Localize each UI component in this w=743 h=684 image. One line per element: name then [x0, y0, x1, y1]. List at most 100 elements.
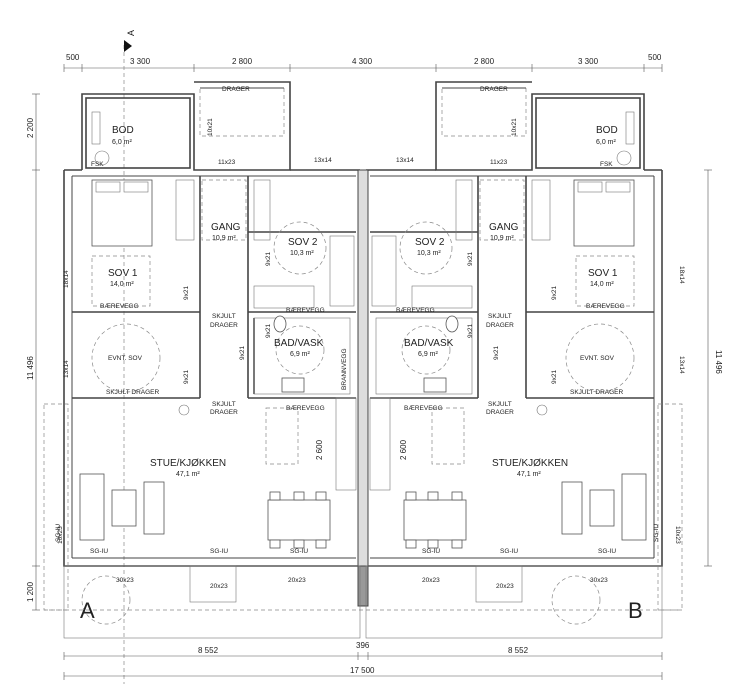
- label-skjult-a1: SKJULT: [212, 313, 236, 320]
- dim-top-2: 3 300: [130, 57, 151, 66]
- section-marker-top: A: [123, 30, 136, 684]
- dim-right-total: 11 496: [714, 350, 723, 374]
- open-20x23-b1: 20x23: [422, 577, 440, 584]
- label-skjult-b2: SKJULT: [488, 401, 512, 408]
- window-type-labels: SG-IU SG-IU SG-IU SG-IU SG-IU SG-IU SG-I…: [55, 524, 660, 555]
- label-skjult-b1: SKJULT: [488, 313, 512, 320]
- room-sov1-b-area: 14,0 m²: [590, 281, 614, 288]
- room-sov1-a: SOV 1: [108, 268, 138, 279]
- dim-top-4: 4 300: [352, 57, 373, 66]
- section-label: A: [126, 30, 136, 36]
- bathroom-fixtures: [273, 235, 459, 393]
- unit-b-labels: BOD 6,0 m² GANG 10,9 m² SOV 2 10,3 m² SO…: [404, 125, 643, 623]
- label-barevegg-a3: BÆREVEGG: [286, 405, 325, 412]
- label-fsk-a: FSK: [91, 161, 104, 168]
- room-stue-b: STUE/KJØKKEN: [492, 458, 568, 469]
- label-skjult-drager-b: SKJULT DRAGER: [570, 389, 624, 396]
- exterior-walls: [63, 81, 663, 607]
- turning-circles: [81, 179, 635, 625]
- living-furniture-a: [79, 397, 357, 549]
- room-sov2-b: SOV 2: [415, 237, 445, 248]
- dim-bottom-left: 8 552: [198, 646, 219, 655]
- unit-b-marker: B: [628, 598, 643, 623]
- beam-outlines: [199, 87, 527, 137]
- open-9x21-b5: 9x21: [551, 370, 558, 384]
- dim-left-top: 2 200: [26, 117, 35, 138]
- label-barevegg-b3: BÆREVEGG: [404, 405, 443, 412]
- open-11x23-a: 11x23: [218, 159, 236, 166]
- open-30x23-a: 30x23: [116, 577, 134, 584]
- open-9x21-a2: 9x21: [265, 252, 272, 266]
- room-stue-a: STUE/KJØKKEN: [150, 458, 226, 469]
- room-sov2-a-area: 10,3 m²: [290, 250, 314, 257]
- label-drager-a: DRAGER: [222, 86, 250, 93]
- room-gang-b-area: 10,9 m²: [490, 235, 514, 242]
- terrace-outline: [43, 403, 683, 639]
- storage-rooms: [85, 97, 641, 169]
- open-18x14-b: 18x14: [678, 266, 685, 284]
- open-10x21-b: 10x21: [511, 118, 518, 136]
- dim-left-total: 11 496: [26, 356, 35, 380]
- section-arrow-icon: [124, 40, 132, 52]
- room-stue-b-area: 47,1 m²: [517, 471, 541, 478]
- living-furniture-b: [369, 397, 647, 549]
- label-barevegg-b1: BÆREVEGG: [586, 303, 625, 310]
- label-skjult-a2: SKJULT: [212, 401, 236, 408]
- room-bad-a: BAD/VASK: [274, 338, 324, 349]
- open-9x21-a4: 9x21: [239, 346, 246, 360]
- room-bod-b: BOD: [596, 125, 618, 136]
- open-9x21-a3: 9x21: [265, 324, 272, 338]
- room-bad-b: BAD/VASK: [404, 338, 454, 349]
- room-sov1-b: SOV 1: [588, 268, 618, 279]
- open-13x14-a: 13x14: [314, 157, 332, 164]
- open-9x21-a1: 9x21: [183, 286, 190, 300]
- room-bad-b-area: 6,9 m²: [418, 351, 439, 358]
- height-dims: 2 600 2 600: [315, 439, 408, 460]
- open-20x23-a1: 20x23: [210, 583, 228, 590]
- label-barevegg-a1: BÆREVEGG: [100, 303, 139, 310]
- sgiu-a3: SG-IU: [290, 548, 308, 555]
- label-drager-b1: DRAGER: [486, 322, 514, 329]
- dim-top-7: 500: [648, 53, 662, 62]
- open-9x21-a5: 9x21: [183, 370, 190, 384]
- open-20x23-a2: 20x23: [288, 577, 306, 584]
- open-13x14-b: 13x14: [396, 157, 414, 164]
- open-13x14-a-side: 13x14: [63, 360, 70, 378]
- label-barevegg-a2: BÆREVEGG: [286, 307, 325, 314]
- label-brannvegg: BRANNVEGG: [341, 348, 348, 390]
- sgiu-b1: SG-IU: [422, 548, 440, 555]
- open-13x14-b-side: 13x14: [678, 356, 685, 374]
- dim-bottom-total: 17 500: [350, 666, 375, 675]
- open-10x23-b: 10x23: [674, 526, 681, 544]
- room-bod-a: BOD: [112, 125, 134, 136]
- room-gang-a: GANG: [211, 222, 241, 233]
- label-drager-b: DRAGER: [480, 86, 508, 93]
- open-9x21-b2: 9x21: [467, 252, 474, 266]
- wardrobes: [175, 179, 551, 309]
- open-11x23-b: 11x23: [490, 159, 508, 166]
- sgiu-b2: SG-IU: [500, 548, 518, 555]
- beds: [91, 179, 635, 307]
- label-fsk-b: FSK: [600, 161, 613, 168]
- right-dimensions: 11 496: [704, 169, 723, 567]
- room-bod-a-area: 6,0 m²: [112, 139, 133, 146]
- room-sov1-a-area: 14,0 m²: [110, 281, 134, 288]
- dim-2600-a: 2 600: [315, 439, 324, 460]
- room-evnt-sov-b: EVNT. SOV: [580, 355, 615, 362]
- room-evnt-sov-a: EVNT. SOV: [108, 355, 143, 362]
- open-18x14-a: 18x14: [63, 270, 70, 288]
- open-10x23-a: 10x23: [57, 526, 64, 544]
- dim-top-5: 2 800: [474, 57, 495, 66]
- sgiu-a-side: SG-IU: [55, 524, 62, 542]
- dim-2600-b: 2 600: [399, 439, 408, 460]
- label-barevegg-b2: BÆREVEGG: [396, 307, 435, 314]
- left-dimensions: 2 200 11 496 1 200: [26, 93, 40, 611]
- dim-top-6: 3 300: [578, 57, 599, 66]
- sgiu-a2: SG-IU: [210, 548, 228, 555]
- dim-left-bottom: 1 200: [26, 581, 35, 602]
- top-dimensions: 500 3 300 2 800 4 300 2 800 3 300 500: [63, 53, 663, 72]
- unit-a-marker: A: [80, 598, 95, 623]
- opening-labels: 10x21 10x21 11x23 11x23 13x14 13x14 18x1…: [57, 118, 685, 590]
- open-30x23-b: 30x23: [590, 577, 608, 584]
- room-bod-b-area: 6,0 m²: [596, 139, 617, 146]
